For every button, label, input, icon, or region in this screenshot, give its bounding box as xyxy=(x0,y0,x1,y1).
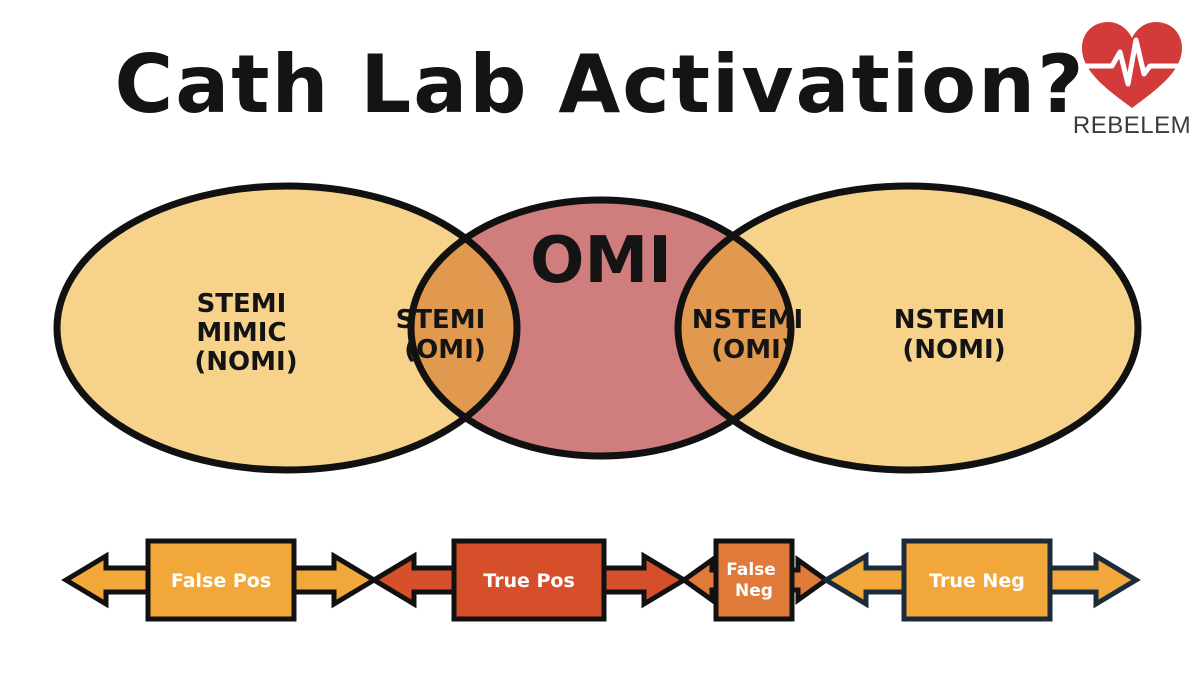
logo-text: REBELEM xyxy=(1072,112,1192,139)
left-overlap-label: STEMI (OMI) xyxy=(396,305,495,365)
box-false-neg xyxy=(713,538,795,622)
ellipse-center-outline xyxy=(407,196,795,460)
segment-label-false-pos: False Pos xyxy=(171,570,271,592)
ellipse-right-fill xyxy=(678,186,1138,470)
center-label: OMI xyxy=(530,224,672,298)
heart-ekg-icon xyxy=(1079,22,1185,108)
page-title: Cath Lab Activation? xyxy=(114,38,1086,131)
ellipse-right-outline xyxy=(674,182,1142,474)
box-true-pos xyxy=(451,538,607,622)
right-overlap-label: NSTEMI (OMI) xyxy=(692,305,813,365)
segment-label-true-neg: True Neg xyxy=(929,570,1025,592)
segment-label-false-neg: False Neg xyxy=(726,560,782,601)
rebelem-logo xyxy=(1068,14,1196,142)
left-outer-label: STEMI MIMIC (NOMI) xyxy=(194,289,297,377)
box-true-neg xyxy=(901,538,1053,622)
right-outer-label: NSTEMI (NOMI) xyxy=(894,305,1015,365)
ellipse-center-fill xyxy=(411,200,791,456)
ellipse-left-fill xyxy=(57,186,517,470)
box-false-pos xyxy=(145,538,297,622)
segment-label-true-pos: True Pos xyxy=(483,570,575,592)
ellipse-left-outline xyxy=(53,182,521,474)
arrow-bar xyxy=(61,538,1141,622)
